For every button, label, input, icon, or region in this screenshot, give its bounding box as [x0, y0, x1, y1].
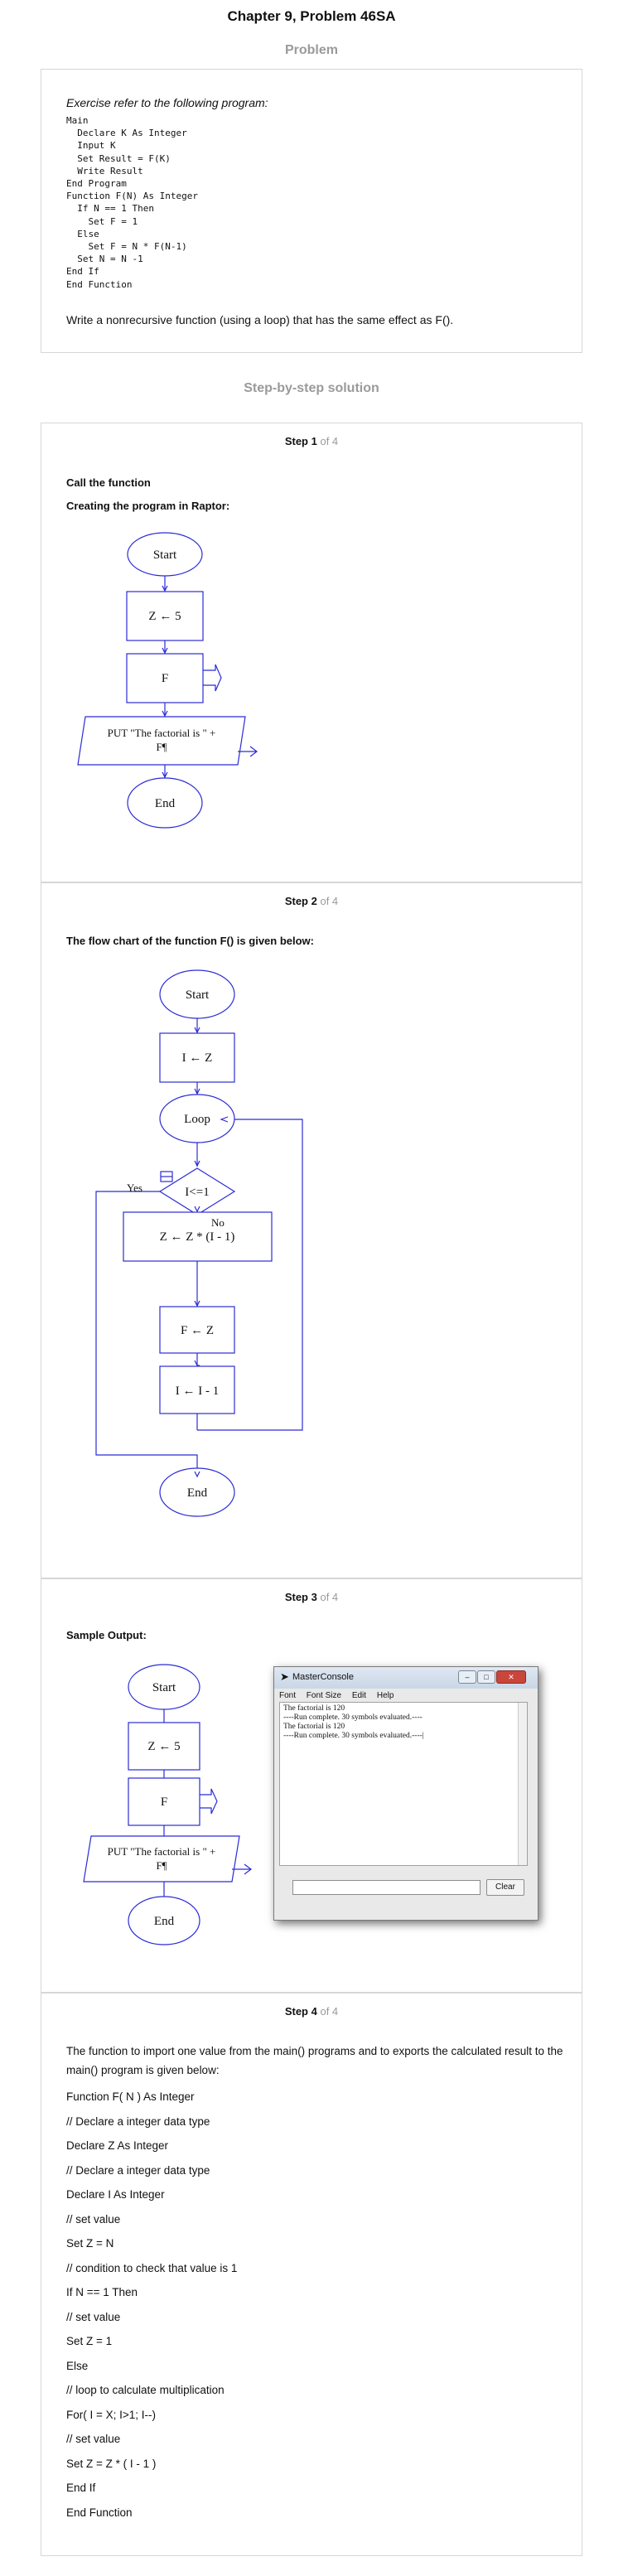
code-line: // loop to calculate multiplication	[66, 2384, 225, 2396]
code-line: // set value	[66, 2212, 121, 2226]
menu-edit[interactable]: Edit	[351, 1691, 367, 1700]
code-line: // Declare a integer data type	[66, 2114, 210, 2128]
s2-assign2-text: F ← Z	[181, 1324, 214, 1337]
s1-start-text: Start	[153, 549, 177, 562]
page-title: Chapter 9, Problem 46SA	[227, 8, 396, 24]
close-icon[interactable]: ✕	[496, 1670, 526, 1684]
console-line: The factorial is 120	[283, 1723, 345, 1731]
s3-start-text: Start	[152, 1681, 176, 1694]
step-3-heading: Sample Output:	[66, 1629, 147, 1641]
step-1-label: Step 1	[284, 435, 317, 447]
menu-help[interactable]: Help	[376, 1691, 394, 1700]
code-line: For( I = X; I>1; I--)	[66, 2408, 157, 2421]
menu-font-size[interactable]: Font Size	[306, 1691, 342, 1700]
step-1-heading-1: Call the function	[66, 476, 151, 489]
problem-code: Main Declare K As Integer Input K Set Re…	[66, 115, 198, 290]
s2-condition-text: I<=1	[185, 1186, 209, 1199]
s2-loop-text: Loop	[184, 1113, 210, 1126]
step-4-box: Step 4 of 4 The function to import one v…	[41, 1993, 582, 2556]
solution-label: Step-by-step solution	[244, 381, 379, 395]
problem-label: Problem	[284, 43, 338, 57]
s2-end-text: End	[187, 1486, 208, 1500]
console-line: ----Run complete. 30 symbols evaluated.-…	[283, 1732, 424, 1740]
step-4-intro: The function to import one value from th…	[66, 2045, 563, 2076]
s3-output-text-1: PUT "The factorial is " +	[108, 1845, 216, 1858]
console-scrollbar[interactable]	[518, 1703, 527, 1865]
code-line: Set Z = N	[66, 2237, 114, 2250]
console-line: The factorial is 120	[283, 1704, 345, 1713]
code-line: Function F( N ) As Integer	[66, 2090, 195, 2103]
menu-font[interactable]: Font	[279, 1691, 297, 1700]
code-line: Set Z = 1	[66, 2335, 113, 2347]
master-console-window: ➤ MasterConsole – □ ✕ Font Font Size Edi…	[273, 1666, 538, 1921]
s2-no-label: No	[211, 1216, 225, 1229]
step-3-header: Step 3 of 4	[41, 1591, 582, 1603]
console-title: MasterConsole	[292, 1672, 354, 1682]
s2-decrement-text: I ← I - 1	[176, 1385, 220, 1398]
code-line: Set Z = Z * ( I - 1 )	[66, 2457, 157, 2470]
step-4-header: Step 4 of 4	[41, 2005, 582, 2018]
problem-intro: Exercise refer to the following program:	[66, 96, 268, 109]
step-2-box: Step 2 of 4 The flow chart of the functi…	[41, 882, 582, 1578]
console-input[interactable]	[292, 1880, 481, 1895]
s2-assign1-text: I ← Z	[182, 1051, 213, 1065]
code-line: End If	[66, 2482, 96, 2494]
maximize-icon[interactable]: □	[477, 1670, 495, 1684]
code-line: // set value	[66, 2433, 121, 2445]
console-menubar: Font Font Size Edit Help	[279, 1691, 402, 1700]
step-3-of: of 4	[320, 1591, 339, 1603]
code-line: Else	[66, 2359, 89, 2372]
step-2-heading: The flow chart of the function F() is gi…	[66, 935, 314, 947]
step-2-header: Step 2 of 4	[41, 895, 582, 907]
step-2-of: of 4	[320, 895, 339, 907]
step-4-of: of 4	[320, 2005, 339, 2018]
step-4-label: Step 4	[284, 2005, 317, 2018]
console-line: ----Run complete. 30 symbols evaluated.-…	[283, 1713, 423, 1722]
s3-output-text-2: F¶	[156, 1859, 167, 1872]
console-output[interactable]: The factorial is 120 ----Run complete. 3…	[279, 1702, 528, 1866]
step-2-flowchart: Start I ← Z Loop I<=1 Yes No Z ← Z * (I …	[95, 969, 303, 1517]
raptor-logo-icon: ➤	[280, 1670, 289, 1683]
step-1-header: Step 1 of 4	[41, 435, 582, 447]
code-line: If N == 1 Then	[66, 2286, 138, 2298]
s2-start-text: Start	[186, 988, 210, 1002]
step-3-label: Step 3	[284, 1591, 317, 1603]
s1-call-text: F	[162, 672, 168, 685]
problem-question: Write a nonrecursive function (using a l…	[66, 313, 454, 326]
step-3-flowchart: Start Z ← 5 F PUT "The factorial is " + …	[83, 1664, 252, 1945]
s3-assign-text: Z ← 5	[147, 1740, 180, 1753]
step-1-heading-2: Creating the program in Raptor:	[66, 500, 230, 512]
step-2-label: Step 2	[284, 895, 317, 907]
step-1-box: Step 1 of 4 Call the function Creating t…	[41, 423, 582, 882]
clear-button[interactable]: Clear	[486, 1879, 524, 1896]
s1-output-text-1: PUT "The factorial is " +	[108, 727, 216, 739]
step-1-of: of 4	[320, 435, 339, 447]
code-line: Declare Z As Integer	[66, 2139, 169, 2152]
code-line: // Declare a integer data type	[66, 2163, 210, 2177]
s2-yes-label: Yes	[127, 1182, 142, 1194]
minimize-icon[interactable]: –	[458, 1670, 476, 1684]
s3-end-text: End	[154, 1915, 175, 1928]
s1-end-text: End	[155, 797, 176, 810]
step-1-flowchart: Start Z ← 5 F PUT "The factorial is " + …	[77, 532, 258, 829]
step-3-box: Step 3 of 4 Sample Output: Start Z ← 5 F…	[41, 1578, 582, 1993]
code-line: Declare I As Integer	[66, 2188, 165, 2201]
code-line: // condition to check that value is 1	[66, 2261, 238, 2274]
step-4-body: The function to import one value from th…	[66, 2042, 563, 2525]
s1-output-text-2: F¶	[156, 741, 167, 753]
s1-assign-text: Z ← 5	[148, 610, 181, 623]
console-titlebar[interactable]: ➤ MasterConsole – □ ✕	[274, 1667, 538, 1689]
s2-multiply-text: Z ← Z * (I - 1)	[160, 1230, 235, 1244]
s3-call-text: F	[161, 1795, 167, 1809]
problem-box: Exercise refer to the following program:…	[41, 69, 582, 353]
code-line: // set value	[66, 2310, 121, 2323]
code-line: End Function	[66, 2506, 133, 2519]
